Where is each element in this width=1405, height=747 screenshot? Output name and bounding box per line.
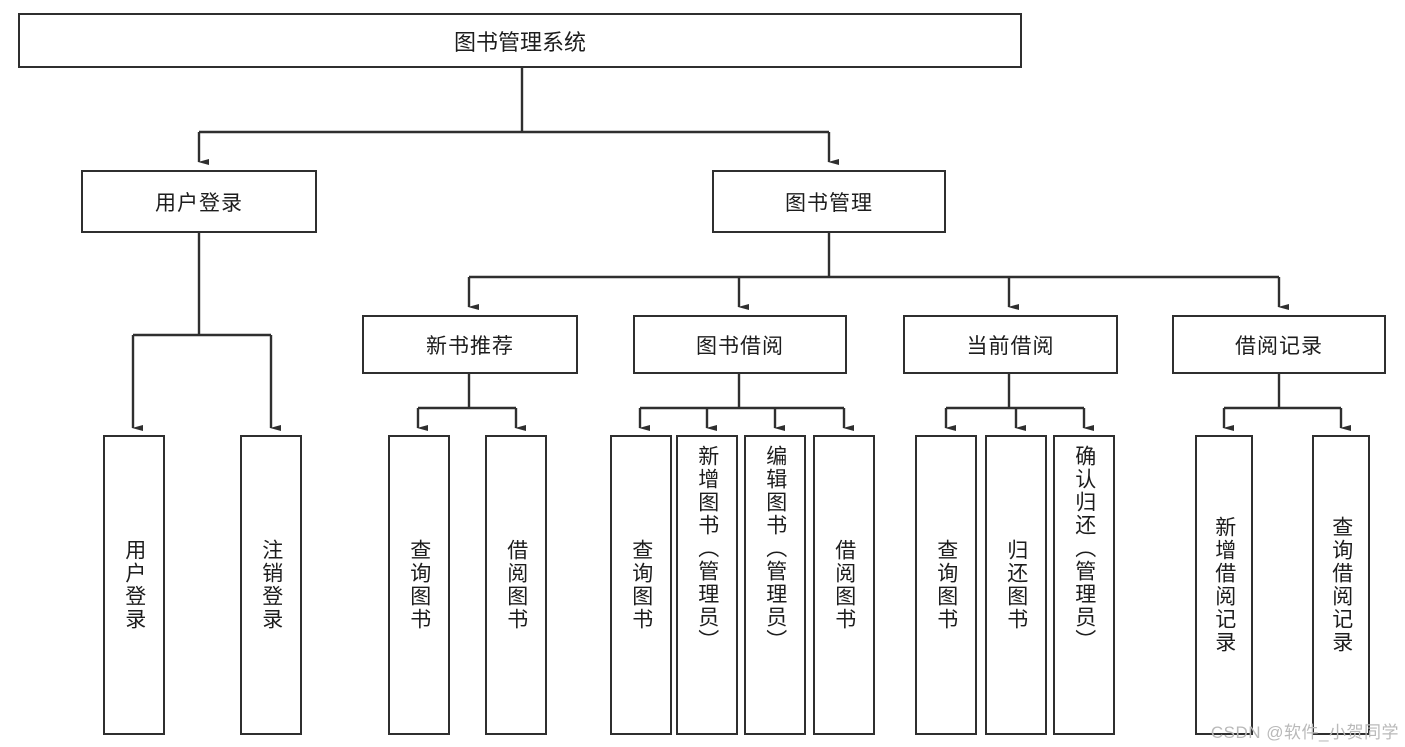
node-label: 借阅图书 (832, 539, 856, 631)
node-user-login[interactable]: 用户登录 (81, 170, 317, 233)
node-book-borrow[interactable]: 图书借阅 (633, 315, 847, 374)
node-label: 用户登录 (155, 191, 243, 215)
leaf-return-book[interactable]: 归还图书 (985, 435, 1047, 735)
node-label: 借阅记录 (1235, 334, 1323, 358)
node-book-management[interactable]: 图书管理 (712, 170, 946, 233)
node-label: 查询图书 (629, 539, 653, 631)
node-label: 新书推荐 (426, 334, 514, 358)
leaf-query-borrow-record[interactable]: 查询借阅记录 (1312, 435, 1370, 735)
node-label: 查询借阅记录 (1329, 516, 1353, 654)
node-label: 图书管理 (785, 191, 873, 215)
leaf-logout[interactable]: 注销登录 (240, 435, 302, 735)
node-label: 确认归还（管理员） (1072, 445, 1096, 652)
leaf-add-book-admin[interactable]: 新增图书（管理员） (676, 435, 738, 735)
node-label: 查询图书 (934, 539, 958, 631)
node-label: 新增图书（管理员） (695, 445, 719, 652)
leaf-query-book-recommend[interactable]: 查询图书 (388, 435, 450, 735)
node-label: 图书借阅 (696, 334, 784, 358)
leaf-edit-book-admin[interactable]: 编辑图书（管理员） (744, 435, 806, 735)
leaf-query-book-current[interactable]: 查询图书 (915, 435, 977, 735)
leaf-borrow-book[interactable]: 借阅图书 (813, 435, 875, 735)
node-borrow-record[interactable]: 借阅记录 (1172, 315, 1386, 374)
node-label: 编辑图书（管理员） (763, 445, 787, 652)
node-label: 借阅图书 (504, 539, 528, 631)
node-new-book-recommend[interactable]: 新书推荐 (362, 315, 578, 374)
node-label: 归还图书 (1004, 539, 1028, 631)
node-label: 新增借阅记录 (1212, 516, 1236, 654)
leaf-confirm-return-admin[interactable]: 确认归还（管理员） (1053, 435, 1115, 735)
node-current-borrow[interactable]: 当前借阅 (903, 315, 1118, 374)
node-label: 用户登录 (122, 539, 146, 631)
node-root-system[interactable]: 图书管理系统 (18, 13, 1022, 68)
leaf-query-book-borrow[interactable]: 查询图书 (610, 435, 672, 735)
node-label: 注销登录 (259, 539, 283, 631)
leaf-user-login[interactable]: 用户登录 (103, 435, 165, 735)
node-label: 图书管理系统 (453, 29, 586, 55)
leaf-borrow-book-recommend[interactable]: 借阅图书 (485, 435, 547, 735)
leaf-add-borrow-record[interactable]: 新增借阅记录 (1195, 435, 1253, 735)
node-label: 查询图书 (407, 539, 431, 631)
csdn-watermark: CSDN @软件_小贺同学 (1210, 723, 1399, 742)
node-label: 当前借阅 (966, 334, 1055, 358)
